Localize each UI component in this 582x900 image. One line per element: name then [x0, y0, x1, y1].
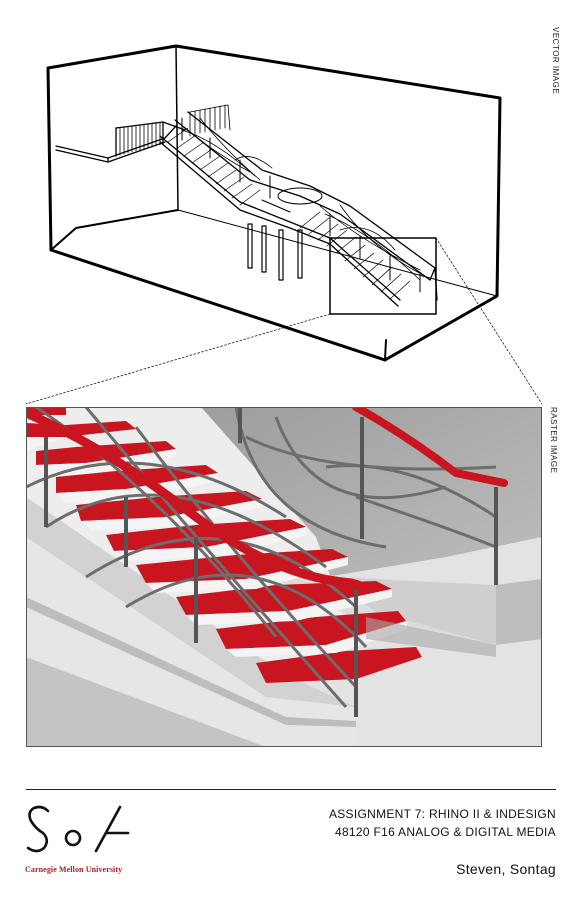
rail-posts	[44, 407, 498, 717]
support-columns	[247, 223, 303, 281]
detail-callout-box	[25, 237, 543, 405]
university-name: Carnegie Mellon University	[25, 865, 123, 874]
mid-landing	[261, 187, 323, 213]
room-box	[46, 44, 502, 362]
upper-landing	[55, 121, 186, 163]
course-title: 48120 F16 ANALOG & DIGITAL MEDIA	[334, 825, 556, 839]
stair-treads	[167, 127, 411, 300]
author-name: Steven, Sontag	[456, 861, 556, 877]
soa-logo-icon	[26, 805, 130, 853]
red-handrails	[26, 407, 508, 590]
raster-staircase-render	[26, 407, 542, 747]
railing-posts	[181, 117, 421, 293]
red-treads	[26, 407, 422, 683]
footer-divider	[26, 789, 556, 790]
raster-image-frame	[26, 407, 542, 747]
vector-staircase-drawing	[25, 44, 543, 405]
railing-ribs	[179, 117, 426, 281]
raster-image-label: RASTER IMAGE	[549, 407, 558, 474]
assignment-title: ASSIGNMENT 7: RHINO II & INDESIGN	[328, 807, 556, 821]
